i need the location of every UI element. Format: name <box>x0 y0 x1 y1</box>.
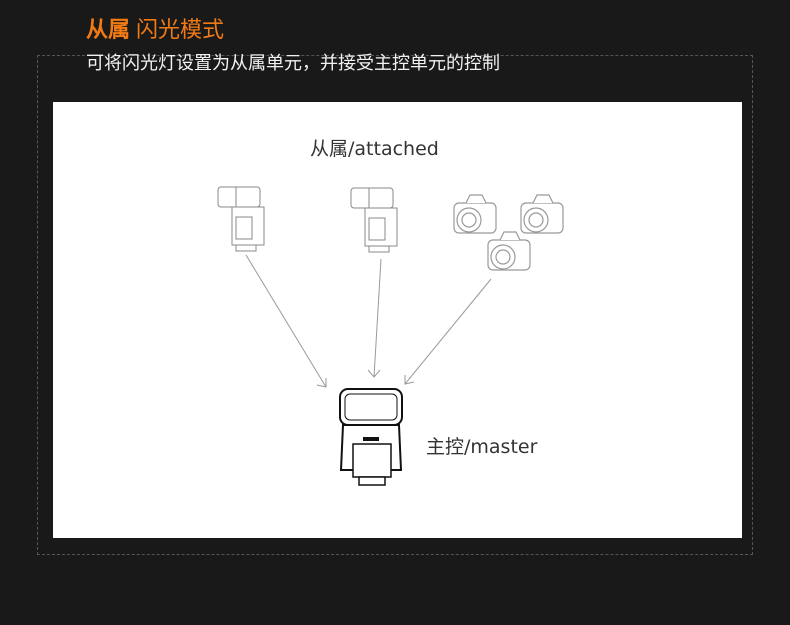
title-bold: 从属 <box>86 18 131 43</box>
page-subtitle: 可将闪光灯设置为从属单元，并接受主控单元的控制 <box>86 53 500 74</box>
diagram-graphics <box>217 186 564 486</box>
master-flash-icon <box>339 388 403 486</box>
diagram-panel: 从属/attached 主控/master <box>53 102 742 538</box>
slave-camera-icon <box>487 231 531 271</box>
slave-flash-icon <box>350 187 398 253</box>
master-label: 主控/master <box>426 436 538 458</box>
page-title: 从属闪光模式 <box>86 12 224 44</box>
slave-label: 从属/attached <box>310 138 439 160</box>
arrows <box>245 254 492 388</box>
dashed-frame <box>37 55 753 555</box>
title-rest: 闪光模式 <box>136 18 225 43</box>
slave-camera-icon <box>453 194 497 234</box>
slave-camera-icon <box>520 194 564 234</box>
slave-flash-icon <box>217 186 265 252</box>
